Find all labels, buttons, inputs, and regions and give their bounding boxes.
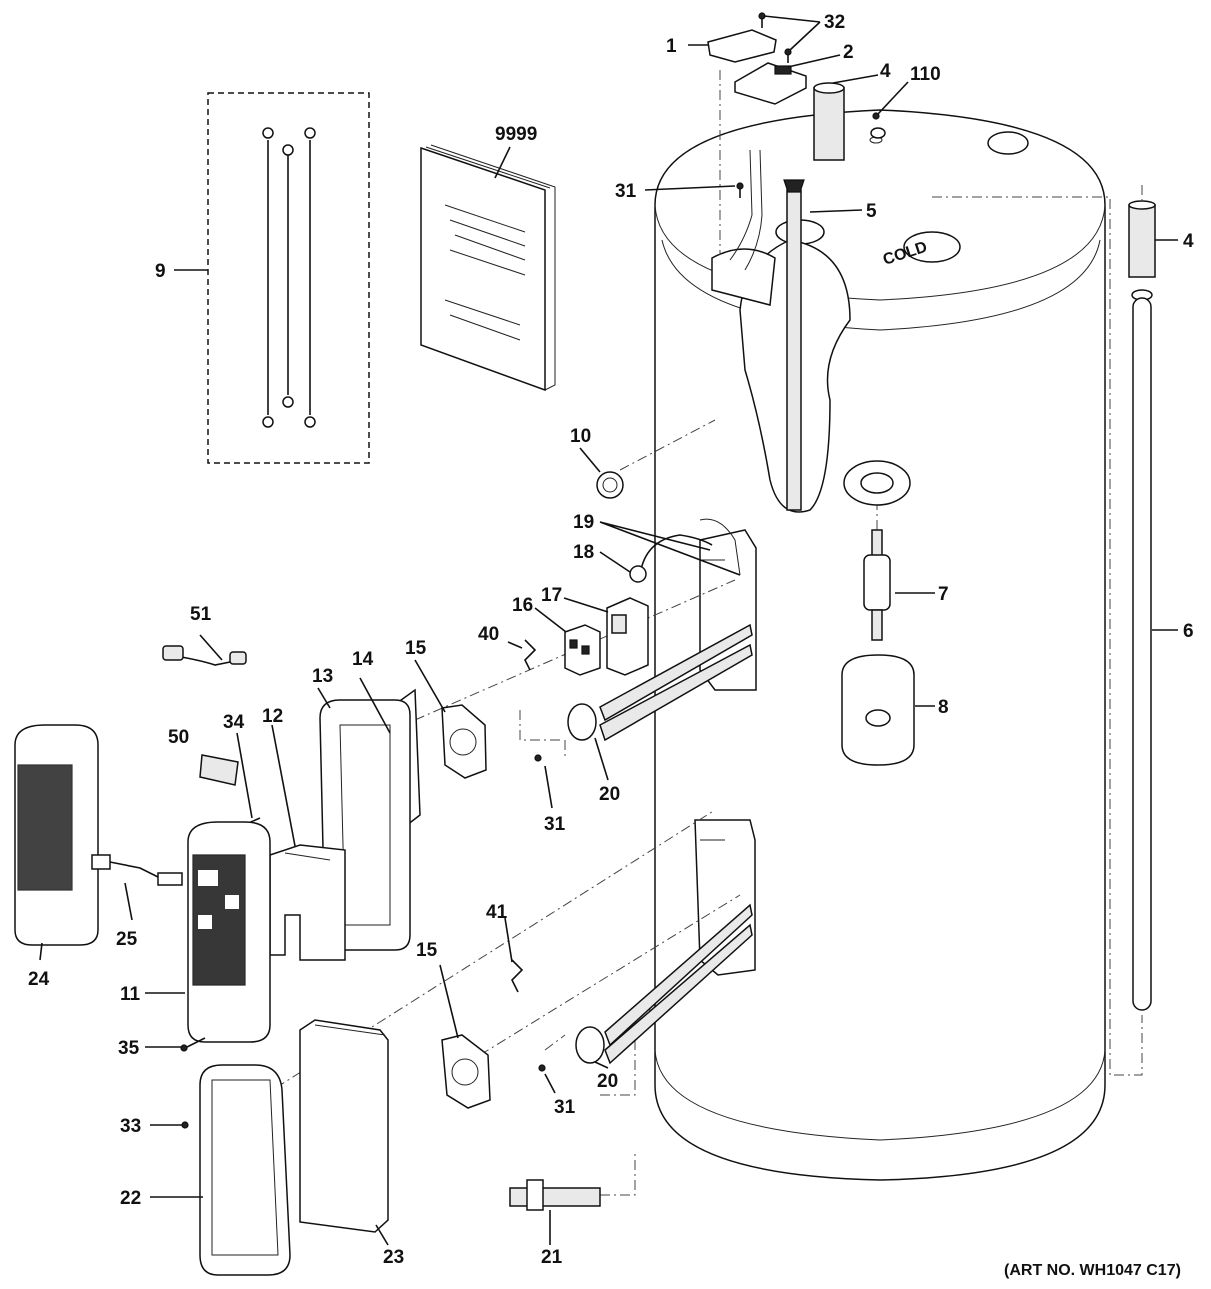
label-17: 17 [541, 585, 562, 606]
label-2: 2 [843, 42, 854, 63]
part-16-limit-switch [564, 624, 601, 676]
label-20-upper: 20 [599, 784, 620, 805]
part-41-clip [511, 959, 524, 993]
label-33: 33 [120, 1116, 141, 1137]
part-32-screws [758, 12, 792, 63]
label-9: 9 [155, 261, 166, 282]
label-13: 13 [312, 666, 333, 687]
part-4-nipple-cold [1128, 200, 1156, 278]
part-9-wire-kit [207, 92, 370, 464]
label-31-mid: 31 [544, 814, 566, 835]
label-10: 10 [570, 426, 591, 447]
part-11-control-housing-front [187, 821, 271, 1043]
label-110: 110 [910, 64, 941, 85]
part-33-screw [181, 1121, 189, 1129]
label-7: 7 [938, 584, 949, 605]
part-7-rod [843, 460, 911, 641]
part-6-dip-tube [1131, 289, 1153, 1011]
label-9999: 9999 [495, 124, 537, 145]
part-12-insulation-block [269, 844, 346, 961]
label-12: 12 [262, 706, 283, 727]
part-51-wire-harness [162, 645, 247, 666]
part-1-top-cover [707, 29, 777, 63]
part-2-bracket [734, 62, 807, 105]
label-50: 50 [168, 727, 189, 748]
part-31-screw-mid [534, 754, 542, 762]
label-32: 32 [824, 12, 845, 33]
part-10-plug [596, 471, 624, 499]
part-110-fitting [870, 112, 886, 139]
water-heater-tank: COLD [654, 109, 1106, 1181]
label-22: 22 [120, 1188, 141, 1209]
part-9999-owner-manual [420, 144, 556, 392]
part-22-front-cover [199, 1064, 291, 1276]
label-24: 24 [28, 969, 50, 990]
label-21: 21 [541, 1247, 563, 1268]
label-35: 35 [118, 1038, 140, 1059]
part-25-ribbon-cable [91, 854, 183, 886]
part-35-screw [180, 1037, 206, 1052]
label-16: 16 [512, 595, 533, 616]
part-number-labels: 1 32 2 4 110 9999 9 31 5 4 10 19 18 17 1… [28, 12, 1194, 1268]
label-31-low: 31 [554, 1097, 576, 1118]
part-23-insulation-block [299, 1019, 389, 1233]
label-40: 40 [478, 624, 499, 645]
part-20-lower-element [575, 903, 753, 1065]
art-number: (ART NO. WH1047 C17) [1004, 1262, 1181, 1279]
label-4-top: 4 [880, 61, 891, 82]
part-4-nipple-hot [813, 82, 845, 161]
part-15-upper-bracket [441, 704, 487, 779]
label-18: 18 [573, 542, 594, 563]
part-24-control-housing-rear [14, 724, 99, 946]
label-6: 6 [1183, 621, 1194, 642]
label-11: 11 [120, 984, 141, 1005]
part-50-control-board [199, 754, 239, 786]
label-8: 8 [938, 697, 949, 718]
label-25: 25 [116, 929, 138, 950]
leader-lines [39, 15, 1178, 1246]
label-14: 14 [352, 649, 374, 670]
label-34: 34 [223, 712, 245, 733]
part-40-clip [524, 639, 537, 671]
label-23: 23 [383, 1247, 404, 1268]
label-31-top: 31 [615, 181, 637, 202]
part-18-19-wiring [629, 518, 741, 583]
part-17-upper-thermostat [606, 597, 649, 676]
label-51: 51 [190, 604, 212, 625]
label-4-right: 4 [1183, 231, 1194, 252]
part-20-upper-element [567, 623, 753, 742]
part-8-insulation [841, 654, 915, 766]
part-31-screw-upper [736, 182, 744, 198]
label-20-lower: 20 [597, 1071, 618, 1092]
label-41: 41 [486, 902, 508, 923]
label-1: 1 [666, 36, 677, 57]
label-5: 5 [866, 201, 877, 222]
part-21-drain-valve [509, 1179, 601, 1211]
label-19: 19 [573, 512, 594, 533]
part-15-lower-bracket [441, 1034, 491, 1109]
label-15-upper: 15 [405, 638, 427, 659]
part-31-screw-low [538, 1064, 546, 1072]
label-15-lower: 15 [416, 940, 438, 961]
